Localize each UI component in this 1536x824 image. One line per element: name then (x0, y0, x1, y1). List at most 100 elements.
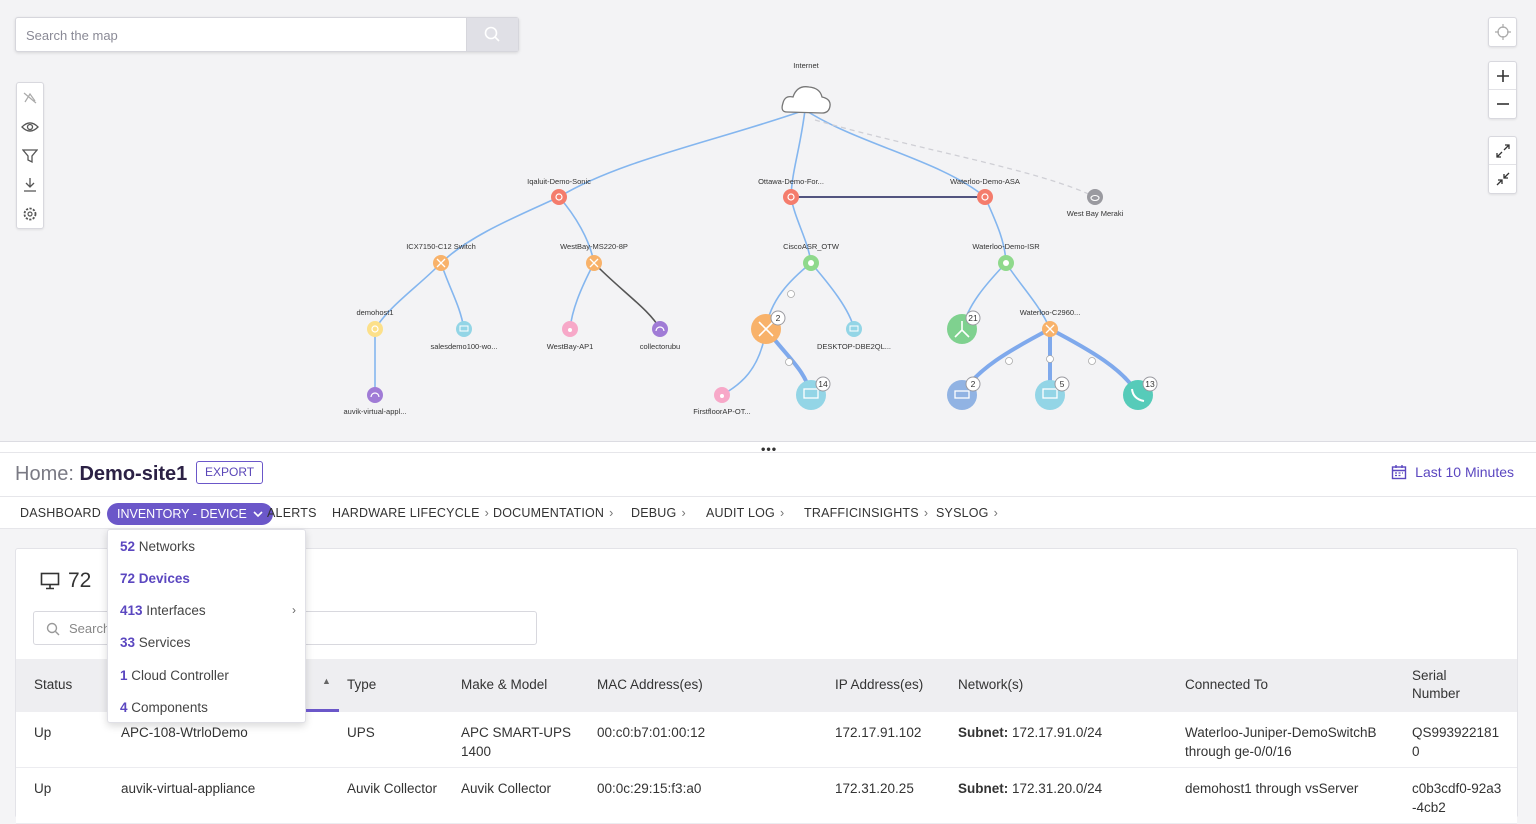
collapse-icon (1496, 172, 1509, 186)
cell-serial: QS993922181 0 (1412, 725, 1500, 759)
search-icon (484, 26, 500, 42)
expand-icon (1495, 143, 1510, 158)
tab-dashboard[interactable]: DASHBOARD (20, 506, 101, 520)
cell-connected[interactable]: Waterloo-Juniper-DemoSwitchB through ge-… (1185, 725, 1377, 759)
tab-trafficinsights[interactable]: TRAFFICINSIGHTS› (804, 506, 928, 520)
tab-syslog[interactable]: SYSLOG › (936, 506, 998, 520)
router-node[interactable] (803, 255, 819, 271)
download-button[interactable] (17, 170, 43, 199)
badge-count: 2 (776, 313, 781, 323)
map-search-button[interactable] (466, 18, 518, 51)
page-header: Home: Demo-site1 EXPORT Last 10 Minutes (0, 453, 1536, 496)
filter-button[interactable] (17, 141, 43, 170)
cell-status: Up (34, 725, 52, 740)
cell-network: Subnet: 172.17.91.0/24 (958, 723, 1102, 742)
firewall-node[interactable] (551, 189, 567, 205)
column-connected-to[interactable]: Connected To (1185, 677, 1269, 692)
node-label: FirstfloorAP-OT... (693, 407, 751, 416)
cell-type: Auvik Collector (347, 781, 438, 796)
site-name: Demo-site1 (79, 463, 188, 485)
menu-count: 33 (120, 635, 136, 650)
topology-links (374, 109, 1051, 396)
expand-button[interactable] (1489, 137, 1516, 165)
map-search (15, 17, 519, 52)
table-row[interactable]: Up auvik-virtual-appliance Auvik Collect… (16, 768, 1517, 824)
cell-name[interactable]: APC-108-WtrloDemo (121, 725, 248, 740)
menu-item-cloud-controller[interactable]: 1 Cloud Controller (120, 668, 229, 683)
cell-ip: 172.31.20.25 (835, 781, 914, 796)
chevron-right-icon: › (993, 506, 998, 520)
menu-item-services[interactable]: 33 Services (120, 635, 191, 650)
cell-connected[interactable]: demohost1 through vsServer (1185, 781, 1359, 796)
menu-item-interfaces[interactable]: 413 Interfaces (120, 603, 206, 618)
time-range-label: Last 10 Minutes (1415, 464, 1514, 480)
tab-documentation[interactable]: DOCUMENTATION› (493, 506, 614, 520)
workstation-node[interactable] (846, 321, 862, 337)
sort-ascending-icon[interactable]: ▲ (322, 676, 331, 686)
cloud-icon[interactable] (781, 86, 831, 114)
switch-node[interactable] (1042, 321, 1058, 337)
workstation-node[interactable] (456, 321, 472, 337)
topology-canvas[interactable]: 2 14 21 2 5 13 Internet Iqaluit-Demo-Son… (0, 0, 1536, 441)
zoom-in-button[interactable] (1489, 62, 1516, 90)
time-range-selector[interactable]: Last 10 Minutes (1391, 464, 1514, 480)
column-ip[interactable]: IP Address(es) (835, 677, 924, 692)
chevron-right-icon: › (484, 506, 489, 520)
tab-debug[interactable]: DEBUG› (631, 506, 686, 520)
tab-label: DEBUG (631, 506, 677, 520)
menu-item-networks[interactable]: 52 Networks (120, 539, 195, 554)
download-icon (24, 177, 36, 192)
menu-count: 4 (120, 700, 128, 715)
collapse-button[interactable] (1489, 165, 1516, 193)
tab-label: AUDIT LOG (706, 506, 775, 520)
tab-alerts[interactable]: ALERTS (267, 506, 317, 520)
menu-count: 72 (120, 571, 136, 586)
column-mac[interactable]: MAC Address(es) (597, 677, 703, 692)
topology-toggle-button[interactable] (17, 83, 43, 112)
panel-resize-handle[interactable]: ••• (0, 441, 1536, 456)
menu-item-components[interactable]: 4 Components (120, 700, 208, 715)
export-button[interactable]: EXPORT (196, 461, 264, 484)
fit-control (1488, 136, 1517, 194)
node-label: Waterloo-Demo-ISR (972, 242, 1040, 251)
cell-network: Subnet: 172.31.20.0/24 (958, 779, 1102, 798)
network-map[interactable]: 2 14 21 2 5 13 Internet Iqaluit-Demo-Son… (0, 0, 1536, 441)
router-node[interactable] (998, 255, 1014, 271)
locate-button[interactable] (1489, 18, 1516, 46)
meraki-cloud-node[interactable] (1087, 189, 1103, 205)
access-point-node[interactable] (562, 321, 578, 337)
view-button[interactable] (17, 112, 43, 141)
column-type[interactable]: Type (347, 677, 377, 692)
column-serial[interactable]: Serial Number (1412, 668, 1461, 701)
column-status[interactable]: Status (34, 677, 73, 692)
menu-label: Services (138, 635, 191, 650)
column-network[interactable]: Network(s) (958, 677, 1024, 692)
plus-icon (1496, 69, 1509, 82)
access-point-node[interactable] (714, 387, 730, 403)
column-make-model[interactable]: Make & Model (461, 677, 548, 692)
subnet-label: Subnet: (958, 725, 1009, 740)
cell-name[interactable]: auvik-virtual-appliance (121, 781, 256, 796)
menu-count: 413 (120, 603, 143, 618)
node-label: Iqaluit-Demo-Sonic (527, 177, 591, 186)
collector-node[interactable] (367, 387, 383, 403)
inventory-panel: 72 Search Status Type Make & Model MAC A… (15, 548, 1518, 824)
tab-inventory[interactable]: INVENTORY - DEVICE (107, 503, 274, 525)
firewall-node[interactable] (977, 189, 993, 205)
switch-node[interactable] (433, 255, 449, 271)
subnet-value: 172.31.20.0/24 (1012, 781, 1103, 796)
collector-node[interactable] (652, 321, 668, 337)
tab-audit-log[interactable]: AUDIT LOG› (706, 506, 784, 520)
tab-hardware-lifecycle[interactable]: HARDWARE LIFECYCLE› (332, 506, 489, 520)
settings-button[interactable] (17, 199, 43, 228)
node-label: West Bay Meraki (1067, 209, 1124, 218)
switch-node[interactable] (586, 255, 602, 271)
tab-label: SYSLOG (936, 506, 989, 520)
map-search-input[interactable] (26, 26, 466, 44)
firewall-node[interactable] (783, 189, 799, 205)
server-node[interactable] (367, 321, 383, 337)
zoom-out-button[interactable] (1489, 90, 1516, 118)
menu-item-devices[interactable]: 72 Devices (120, 571, 190, 586)
monitor-icon (40, 572, 60, 590)
subnet-value: 172.17.91.0/24 (1012, 725, 1103, 740)
